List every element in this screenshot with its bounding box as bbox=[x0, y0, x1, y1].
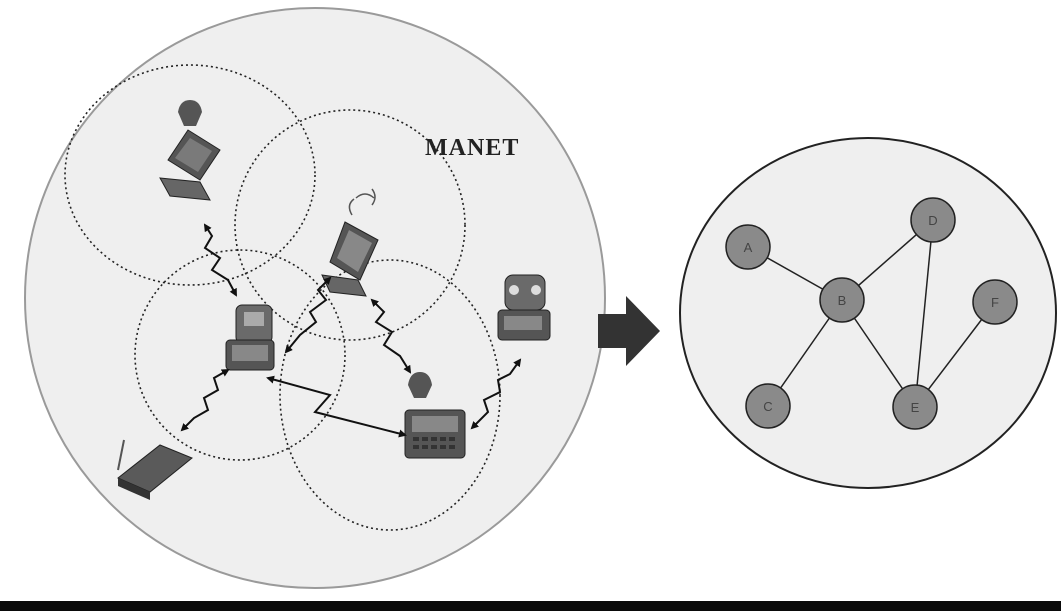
link-pda-router bbox=[180, 369, 230, 432]
graph-node-label: D bbox=[928, 213, 937, 228]
laptop-top-left bbox=[159, 100, 221, 201]
link-pda-handheld bbox=[266, 375, 407, 438]
graph-node-circle bbox=[819, 277, 865, 323]
graph-node-A: A bbox=[725, 224, 771, 270]
graph-node-label: C bbox=[763, 399, 772, 414]
range-circle-1 bbox=[64, 64, 316, 286]
pda-center-left bbox=[225, 304, 275, 371]
link-laptop-pda bbox=[203, 223, 237, 297]
pda-right bbox=[497, 274, 551, 341]
graph-node-circle bbox=[972, 279, 1018, 325]
graph-region: A B C D E F bbox=[679, 137, 1057, 489]
graph-node-circle bbox=[892, 384, 938, 430]
transform-arrow bbox=[598, 296, 660, 366]
graph-edge-D-E bbox=[914, 219, 934, 408]
graph-node-C: C bbox=[745, 383, 791, 429]
graph-node-circle bbox=[745, 383, 791, 429]
bottom-bar bbox=[0, 601, 1061, 611]
link-pdar-handheld bbox=[470, 358, 522, 430]
link-laptopc-handheld bbox=[370, 298, 412, 374]
graph-node-circle bbox=[910, 197, 956, 243]
link-laptopc-pda bbox=[284, 276, 332, 354]
graph-node-label: A bbox=[744, 240, 753, 255]
laptop-center bbox=[321, 188, 379, 297]
graph-node-B: B bbox=[819, 277, 865, 323]
manet-label: MANET bbox=[425, 135, 519, 161]
graph-node-label: B bbox=[838, 293, 847, 308]
range-circle-3 bbox=[134, 249, 346, 461]
graph-node-E: E bbox=[892, 384, 938, 430]
handheld-bottom bbox=[404, 372, 466, 459]
wireless-links bbox=[180, 223, 522, 438]
graph-node-D: D bbox=[910, 197, 956, 243]
graph-node-label: F bbox=[991, 295, 999, 310]
graph-node-circle bbox=[725, 224, 771, 270]
manet-region: MANET bbox=[24, 7, 606, 589]
graph-node-label: E bbox=[911, 400, 920, 415]
graph-nodes: A B C D E F bbox=[725, 197, 1018, 430]
graph-node-F: F bbox=[972, 279, 1018, 325]
router-bottom-left bbox=[117, 439, 193, 500]
